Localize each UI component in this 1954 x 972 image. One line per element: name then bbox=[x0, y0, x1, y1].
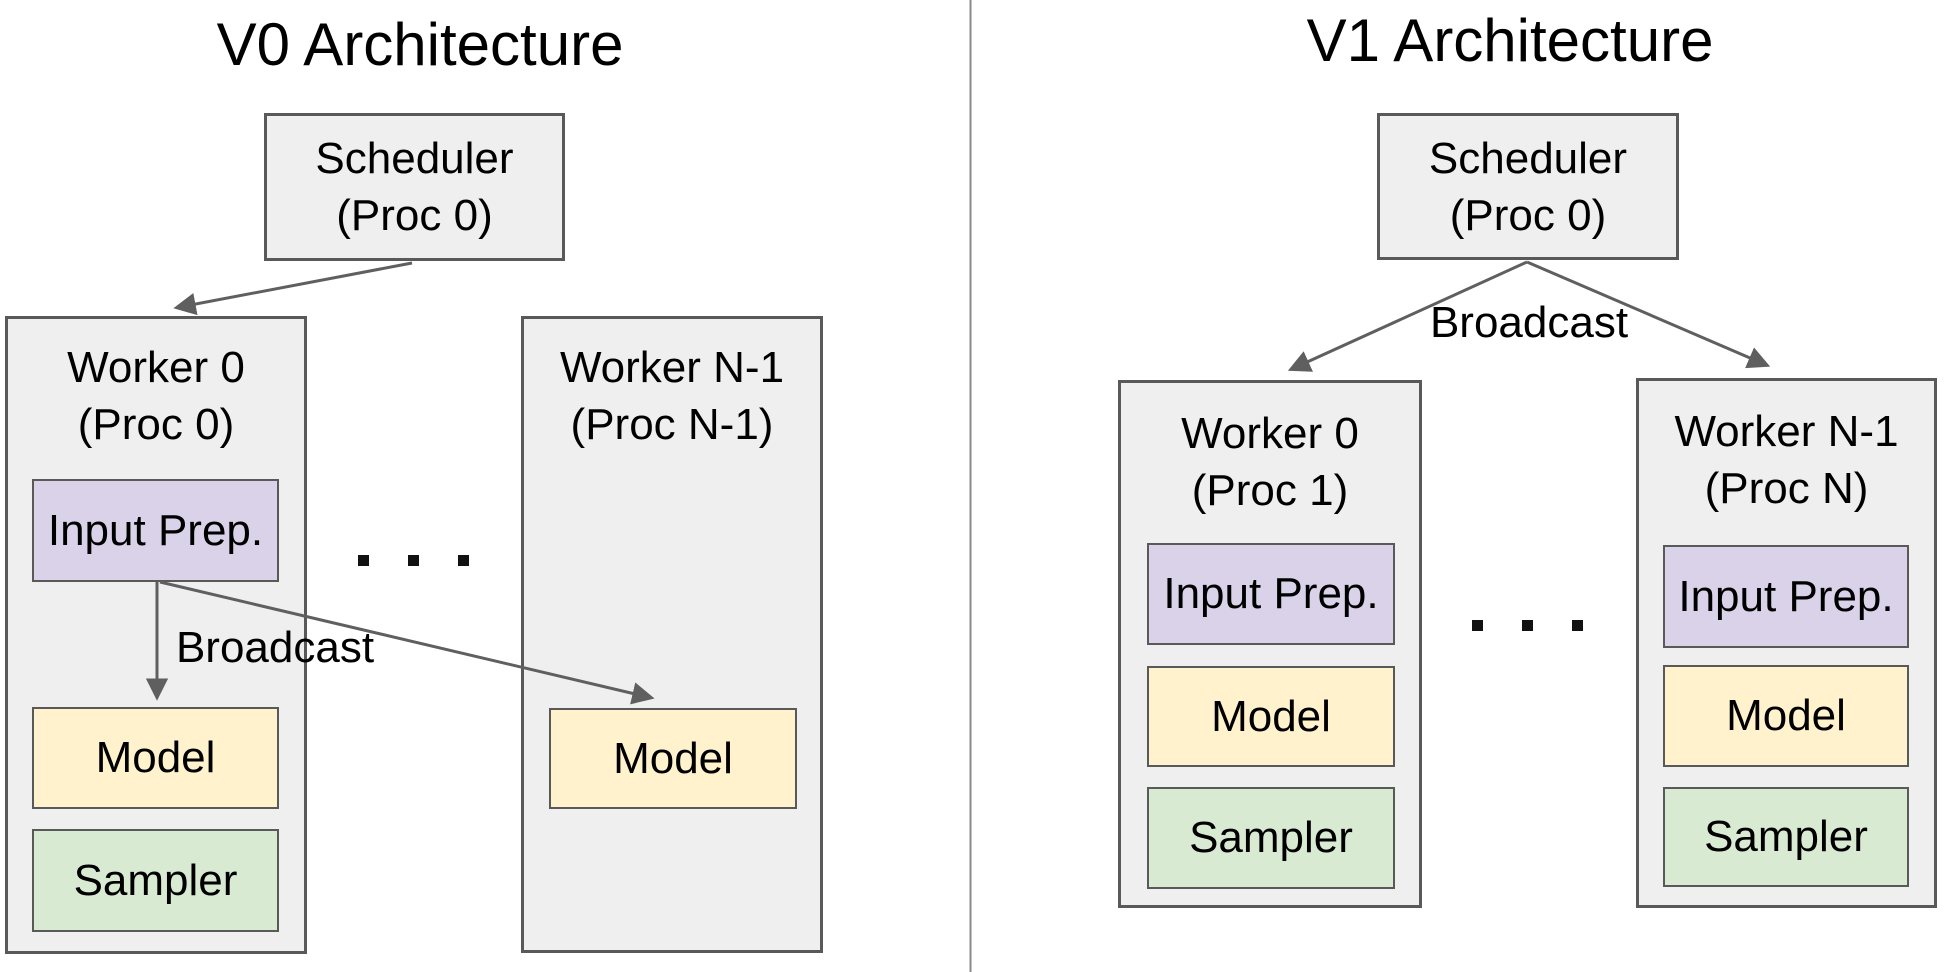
v0-worker0-title-line1: Worker 0 bbox=[67, 343, 245, 392]
v0-scheduler-label-line1: Scheduler bbox=[315, 134, 514, 183]
v0-workerN-title-line2: (Proc N-1) bbox=[570, 400, 774, 449]
v1-scheduler-label-line1: Scheduler bbox=[1428, 133, 1628, 183]
v1-scheduler-box: Scheduler (Proc 0) bbox=[1377, 113, 1679, 260]
v0-workerN-box: Worker N-1 (Proc N-1) bbox=[521, 316, 823, 953]
v1-ellipsis-dots bbox=[1472, 620, 1583, 631]
v0-broadcast-label: Broadcast bbox=[175, 623, 375, 672]
v0-scheduler-label-line2: (Proc 0) bbox=[336, 191, 493, 240]
v1-workerN-title-line1: Worker N-1 bbox=[1674, 407, 1899, 456]
v1-architecture-title: V1 Architecture bbox=[1306, 7, 1714, 74]
v0-ellipsis-dots bbox=[358, 555, 469, 566]
v0-worker0-title-line2: (Proc 0) bbox=[77, 400, 235, 449]
dot bbox=[458, 555, 469, 566]
v1-worker0-model-box: Model bbox=[1147, 666, 1395, 767]
dot bbox=[1522, 620, 1533, 631]
v1-worker0-title-line2: (Proc 1) bbox=[1191, 466, 1349, 515]
v0-worker0-sampler-box: Sampler bbox=[32, 829, 279, 932]
v1-scheduler-label-line2: (Proc 0) bbox=[1449, 190, 1607, 240]
v1-workerN-title-line2: (Proc N) bbox=[1704, 464, 1869, 513]
v0-scheduler-box: Scheduler (Proc 0) bbox=[264, 113, 565, 261]
v1-workerN-input-prep-box: Input Prep. bbox=[1663, 545, 1909, 648]
v1-workerN-model-box: Model bbox=[1663, 665, 1909, 767]
dot bbox=[1572, 620, 1583, 631]
v1-worker0-input-prep-box: Input Prep. bbox=[1147, 543, 1395, 645]
dot bbox=[358, 555, 369, 566]
v1-broadcast-label: Broadcast bbox=[1429, 298, 1629, 347]
v1-workerN-sampler-box: Sampler bbox=[1663, 787, 1909, 887]
v1-worker0-title-line1: Worker 0 bbox=[1181, 409, 1359, 458]
v0-workerN-model-box: Model bbox=[549, 708, 797, 809]
v0-workerN-title-line1: Worker N-1 bbox=[559, 343, 785, 392]
v1-worker0-sampler-box: Sampler bbox=[1147, 787, 1395, 889]
v0-scheduler-to-worker0-arrow bbox=[173, 261, 413, 316]
dot bbox=[1472, 620, 1483, 631]
v0-worker0-input-prep-box: Input Prep. bbox=[32, 479, 279, 582]
v0-architecture-title: V0 Architecture bbox=[216, 11, 624, 78]
dot bbox=[408, 555, 419, 566]
v0-worker0-model-box: Model bbox=[32, 707, 279, 809]
